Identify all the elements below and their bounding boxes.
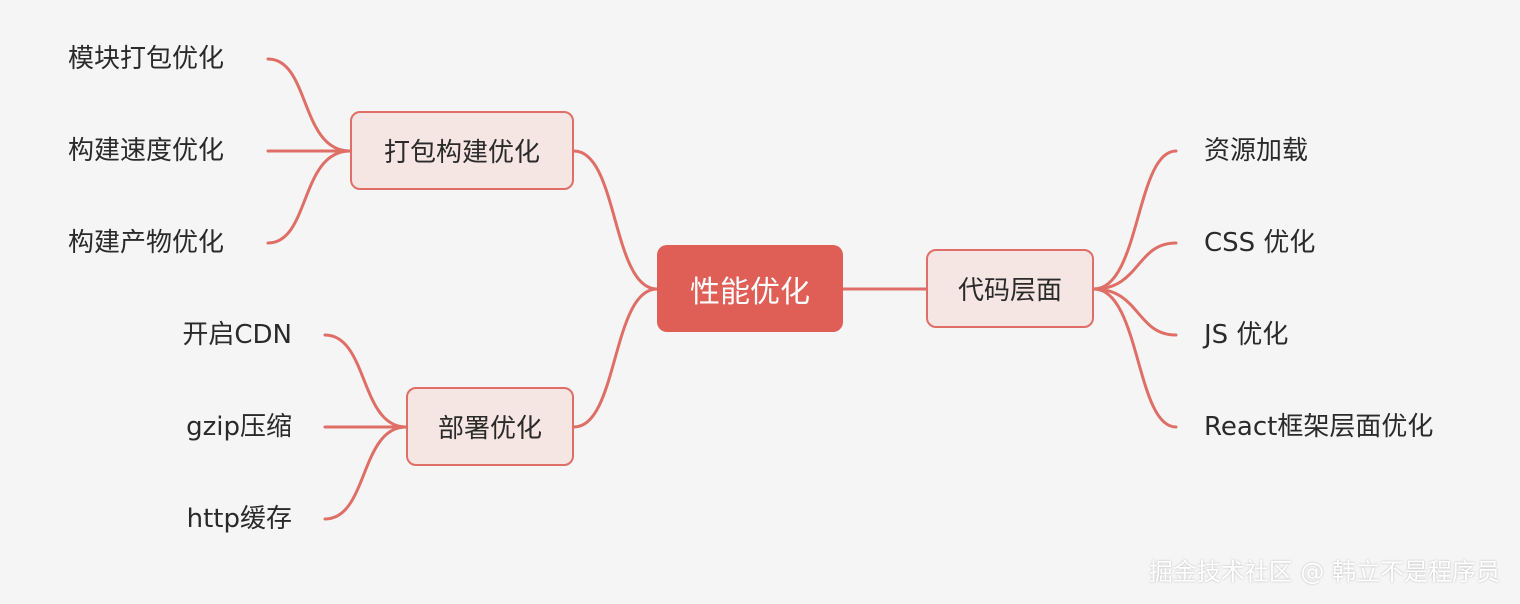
leaf-node: http缓存 — [186, 504, 292, 534]
branch-label: 部署优化 — [437, 414, 542, 444]
leaf-node: 模块打包优化 — [68, 44, 225, 74]
leaf-node: JS 优化 — [1204, 320, 1289, 350]
branch-node-deploy: 部署优化 — [406, 387, 574, 466]
connector-code-leaf-2 — [1092, 241, 1178, 291]
branch-label: 打包构建优化 — [383, 138, 540, 168]
connector-code-leaf-1 — [1092, 149, 1178, 291]
leaf-node: gzip压缩 — [186, 412, 292, 442]
connector-root-deploy — [572, 287, 659, 429]
leaf-node: 资源加载 — [1204, 136, 1309, 166]
branch-node-build: 打包构建优化 — [350, 111, 574, 190]
connector-build-leaf-3 — [266, 149, 352, 245]
watermark: 掘金技术社区 @ 韩立不是程序员 — [1148, 558, 1500, 586]
branch-label: 代码层面 — [957, 276, 1062, 306]
leaf-node: 构建产物优化 — [68, 228, 225, 258]
branch-node-code: 代码层面 — [926, 249, 1094, 328]
leaf-node: CSS 优化 — [1204, 228, 1316, 258]
leaf-node: 构建速度优化 — [68, 136, 225, 166]
connector-code-leaf-3 — [1092, 287, 1178, 337]
connector-build-leaf-1 — [266, 57, 352, 153]
connector-code-leaf-4 — [1092, 287, 1178, 429]
leaf-node: React框架层面优化 — [1204, 412, 1434, 442]
connector-root-build — [572, 149, 659, 291]
root-node: 性能优化 — [657, 245, 843, 332]
leaf-node: 开启CDN — [182, 320, 292, 350]
connector-deploy-leaf-1 — [323, 333, 408, 429]
connector-deploy-leaf-3 — [323, 425, 408, 521]
root-label: 性能优化 — [690, 274, 810, 310]
